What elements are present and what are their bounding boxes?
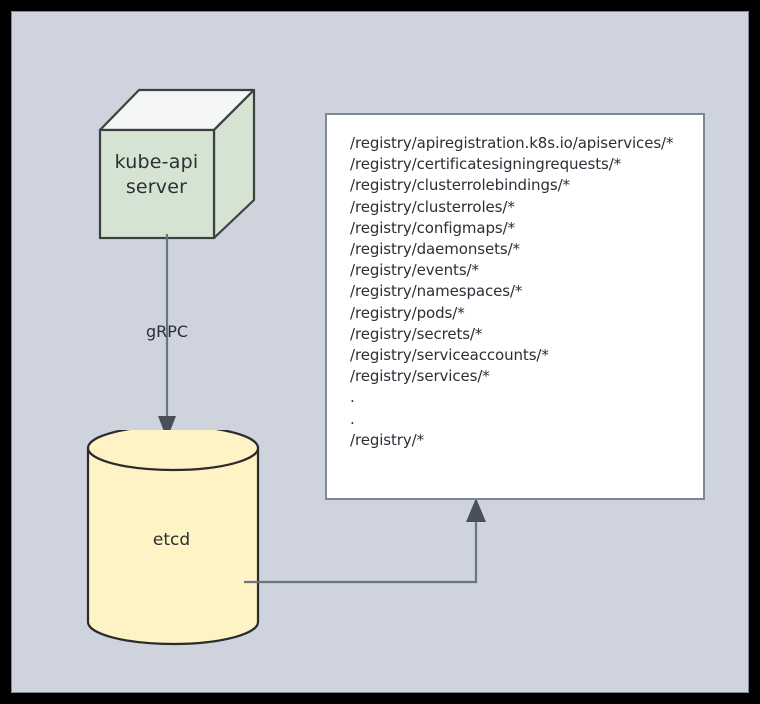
list-item-ellipsis: . <box>350 409 355 428</box>
grpc-label: gRPC <box>145 322 189 341</box>
list-item: /registry/configmaps/* <box>350 218 515 237</box>
list-item-ellipsis: . <box>350 388 355 407</box>
list-item: /registry/services/* <box>350 367 490 386</box>
kube-api-server-label: kube-api server <box>100 150 213 200</box>
list-item: /registry/namespaces/* <box>350 282 523 301</box>
list-item: /registry/events/* <box>350 261 479 280</box>
diagram-canvas: kube-api server gRPC etcd <box>11 11 749 693</box>
etcd-to-registry-arrow[interactable] <box>244 490 494 595</box>
etcd-cylinder[interactable] <box>82 424 264 650</box>
list-item: /registry/apiregistration.k8s.io/apiserv… <box>350 134 674 152</box>
list-item: /registry/clusterrolebindings/* <box>350 176 570 195</box>
kube-api-server-label-line2: server <box>125 176 188 198</box>
list-item: /registry/pods/* <box>350 303 465 322</box>
list-item: /registry/clusterroles/* <box>350 197 515 216</box>
list-item: /registry/serviceaccounts/* <box>350 346 549 365</box>
grpc-arrow[interactable] <box>132 234 212 444</box>
list-item: /registry/certificatesigningrequests/* <box>350 155 622 174</box>
etcd-label: etcd <box>152 530 191 550</box>
list-item: /registry/* <box>350 430 425 449</box>
list-item: /registry/secrets/* <box>350 324 483 343</box>
registry-key-panel[interactable]: /registry/apiregistration.k8s.io/apiserv… <box>325 113 705 500</box>
kube-api-server-cube[interactable] <box>90 80 266 250</box>
registry-key-list: /registry/apiregistration.k8s.io/apiserv… <box>350 133 695 451</box>
kube-api-server-label-line1: kube-api <box>114 151 199 173</box>
list-item: /registry/daemonsets/* <box>350 240 520 259</box>
